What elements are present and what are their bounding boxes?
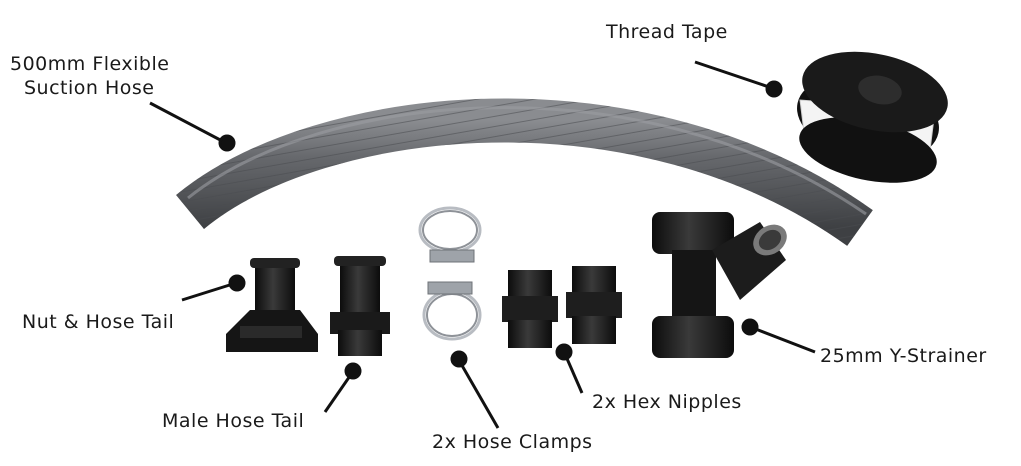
label-nut-hose-tail: Nut & Hose Tail [22,311,175,333]
y-strainer [652,212,787,358]
hose-clamps [418,206,482,341]
suction-hose [176,98,873,246]
hex-nipples [502,266,622,348]
thread-tape-roll [797,51,948,183]
label-suction-hose-line2: Suction Hose [24,77,155,99]
label-male-hose-tail: Male Hose Tail [162,410,305,432]
label-suction-hose: 500mm Flexible Suction Hose [10,52,169,100]
label-hex-nipples: 2x Hex Nipples [592,391,742,413]
label-thread-tape: Thread Tape [606,21,728,43]
nut-and-hose-tail [226,258,318,352]
label-suction-hose-line1: 500mm Flexible [10,53,170,75]
male-hose-tail [330,256,390,356]
pointer-lines [149,60,816,429]
label-y-strainer: 25mm Y-Strainer [820,345,987,367]
label-hose-clamps: 2x Hose Clamps [432,431,593,453]
